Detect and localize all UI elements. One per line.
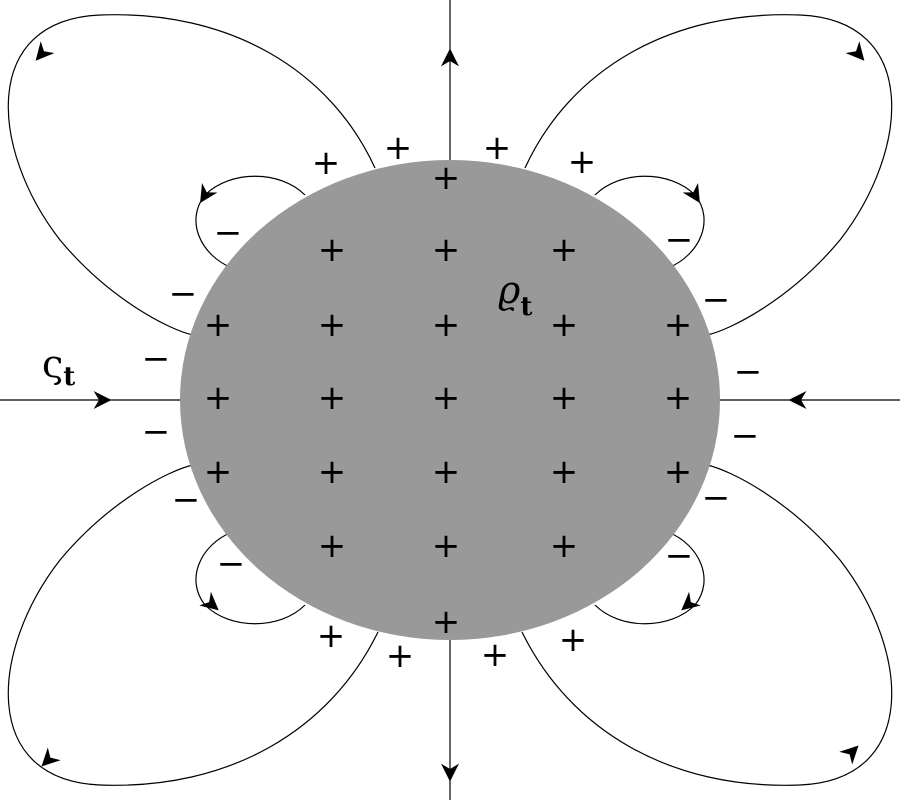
surface-minus-charge: − [214,213,243,253]
inner-plus-charge: + [550,230,579,270]
surface-plus-charge: + [312,143,341,183]
inner-plus-charge: + [550,305,579,345]
surface-minus-charge: − [665,536,694,576]
surface-minus-charge: − [702,478,731,518]
inner-plus-charge: + [318,305,347,345]
surface-density-label: ςt [42,342,75,392]
inner-plus-charge: + [318,230,347,270]
surface-plus-charge: + [483,128,512,168]
loop-arrow-bottom-right [839,745,859,765]
surface-minus-charge: − [702,280,731,320]
inner-plus-charge: + [432,305,461,345]
surface-plus-charge: + [386,636,415,676]
surface-minus-charge: − [169,274,198,314]
surface-density-subscript: t [63,362,75,392]
surface-minus-charge: − [172,480,201,520]
inner-plus-charge: + [432,602,461,642]
surface-minus-charges: −−−−−−−−−−−− [142,213,763,584]
inner-plus-charge: + [318,526,347,566]
inner-charges: + + + + + + + + + + + + + + + + + + + + + + + [204,158,693,642]
inner-plus-charge: + [204,452,233,492]
surface-minus-charge: − [217,544,246,584]
inner-plus-charge: + [204,305,233,345]
body-density-subscript: t [520,292,532,322]
inner-plus-charge: + [664,305,693,345]
inner-plus-charge: + [204,378,233,418]
field-loop-bottom-right [521,464,893,786]
surface-minus-charge: − [665,220,694,260]
surface-minus-charge: − [142,339,171,379]
small-loop-arrow-bottom-left [199,591,219,611]
surface-plus-charge: + [317,616,346,656]
surface-minus-charge: − [734,352,763,392]
inner-plus-charge: + [664,378,693,418]
loop-arrow-top-left [35,41,55,61]
field-loop-bottom-left [7,464,379,786]
body-density-label: ϱt [498,268,532,322]
inner-plus-charge: + [318,378,347,418]
surface-plus-charges: + + + + + + + + [312,128,597,676]
inner-plus-charge: + [550,452,579,492]
inner-plus-charge: + [432,378,461,418]
inner-plus-charge: + [664,452,693,492]
surface-plus-charge: + [568,142,597,182]
field-loops-large [7,14,893,786]
inner-plus-charge: + [432,526,461,566]
charged-body [180,160,720,640]
surface-minus-charge: − [731,416,760,456]
loop-arrow-top-right [845,41,865,61]
loop-arrow-bottom-left [41,747,61,767]
surface-density-symbol: ς [42,342,63,386]
inner-plus-charge: + [432,230,461,270]
inner-plus-charge: + [432,452,461,492]
surface-plus-charge: + [481,635,510,675]
inner-plus-charge: + [432,158,461,198]
small-loop-arrow-bottom-right [681,591,701,611]
field-loop-top-left [7,14,376,336]
field-loop-top-right [524,14,893,336]
surface-plus-charge: + [559,620,588,660]
surface-plus-charge: + [384,128,413,168]
inner-plus-charge: + [550,526,579,566]
inner-plus-charge: + [318,452,347,492]
inner-plus-charge: + [550,378,579,418]
body-density-symbol: ϱ [498,268,521,312]
surface-minus-charge: − [142,412,171,452]
